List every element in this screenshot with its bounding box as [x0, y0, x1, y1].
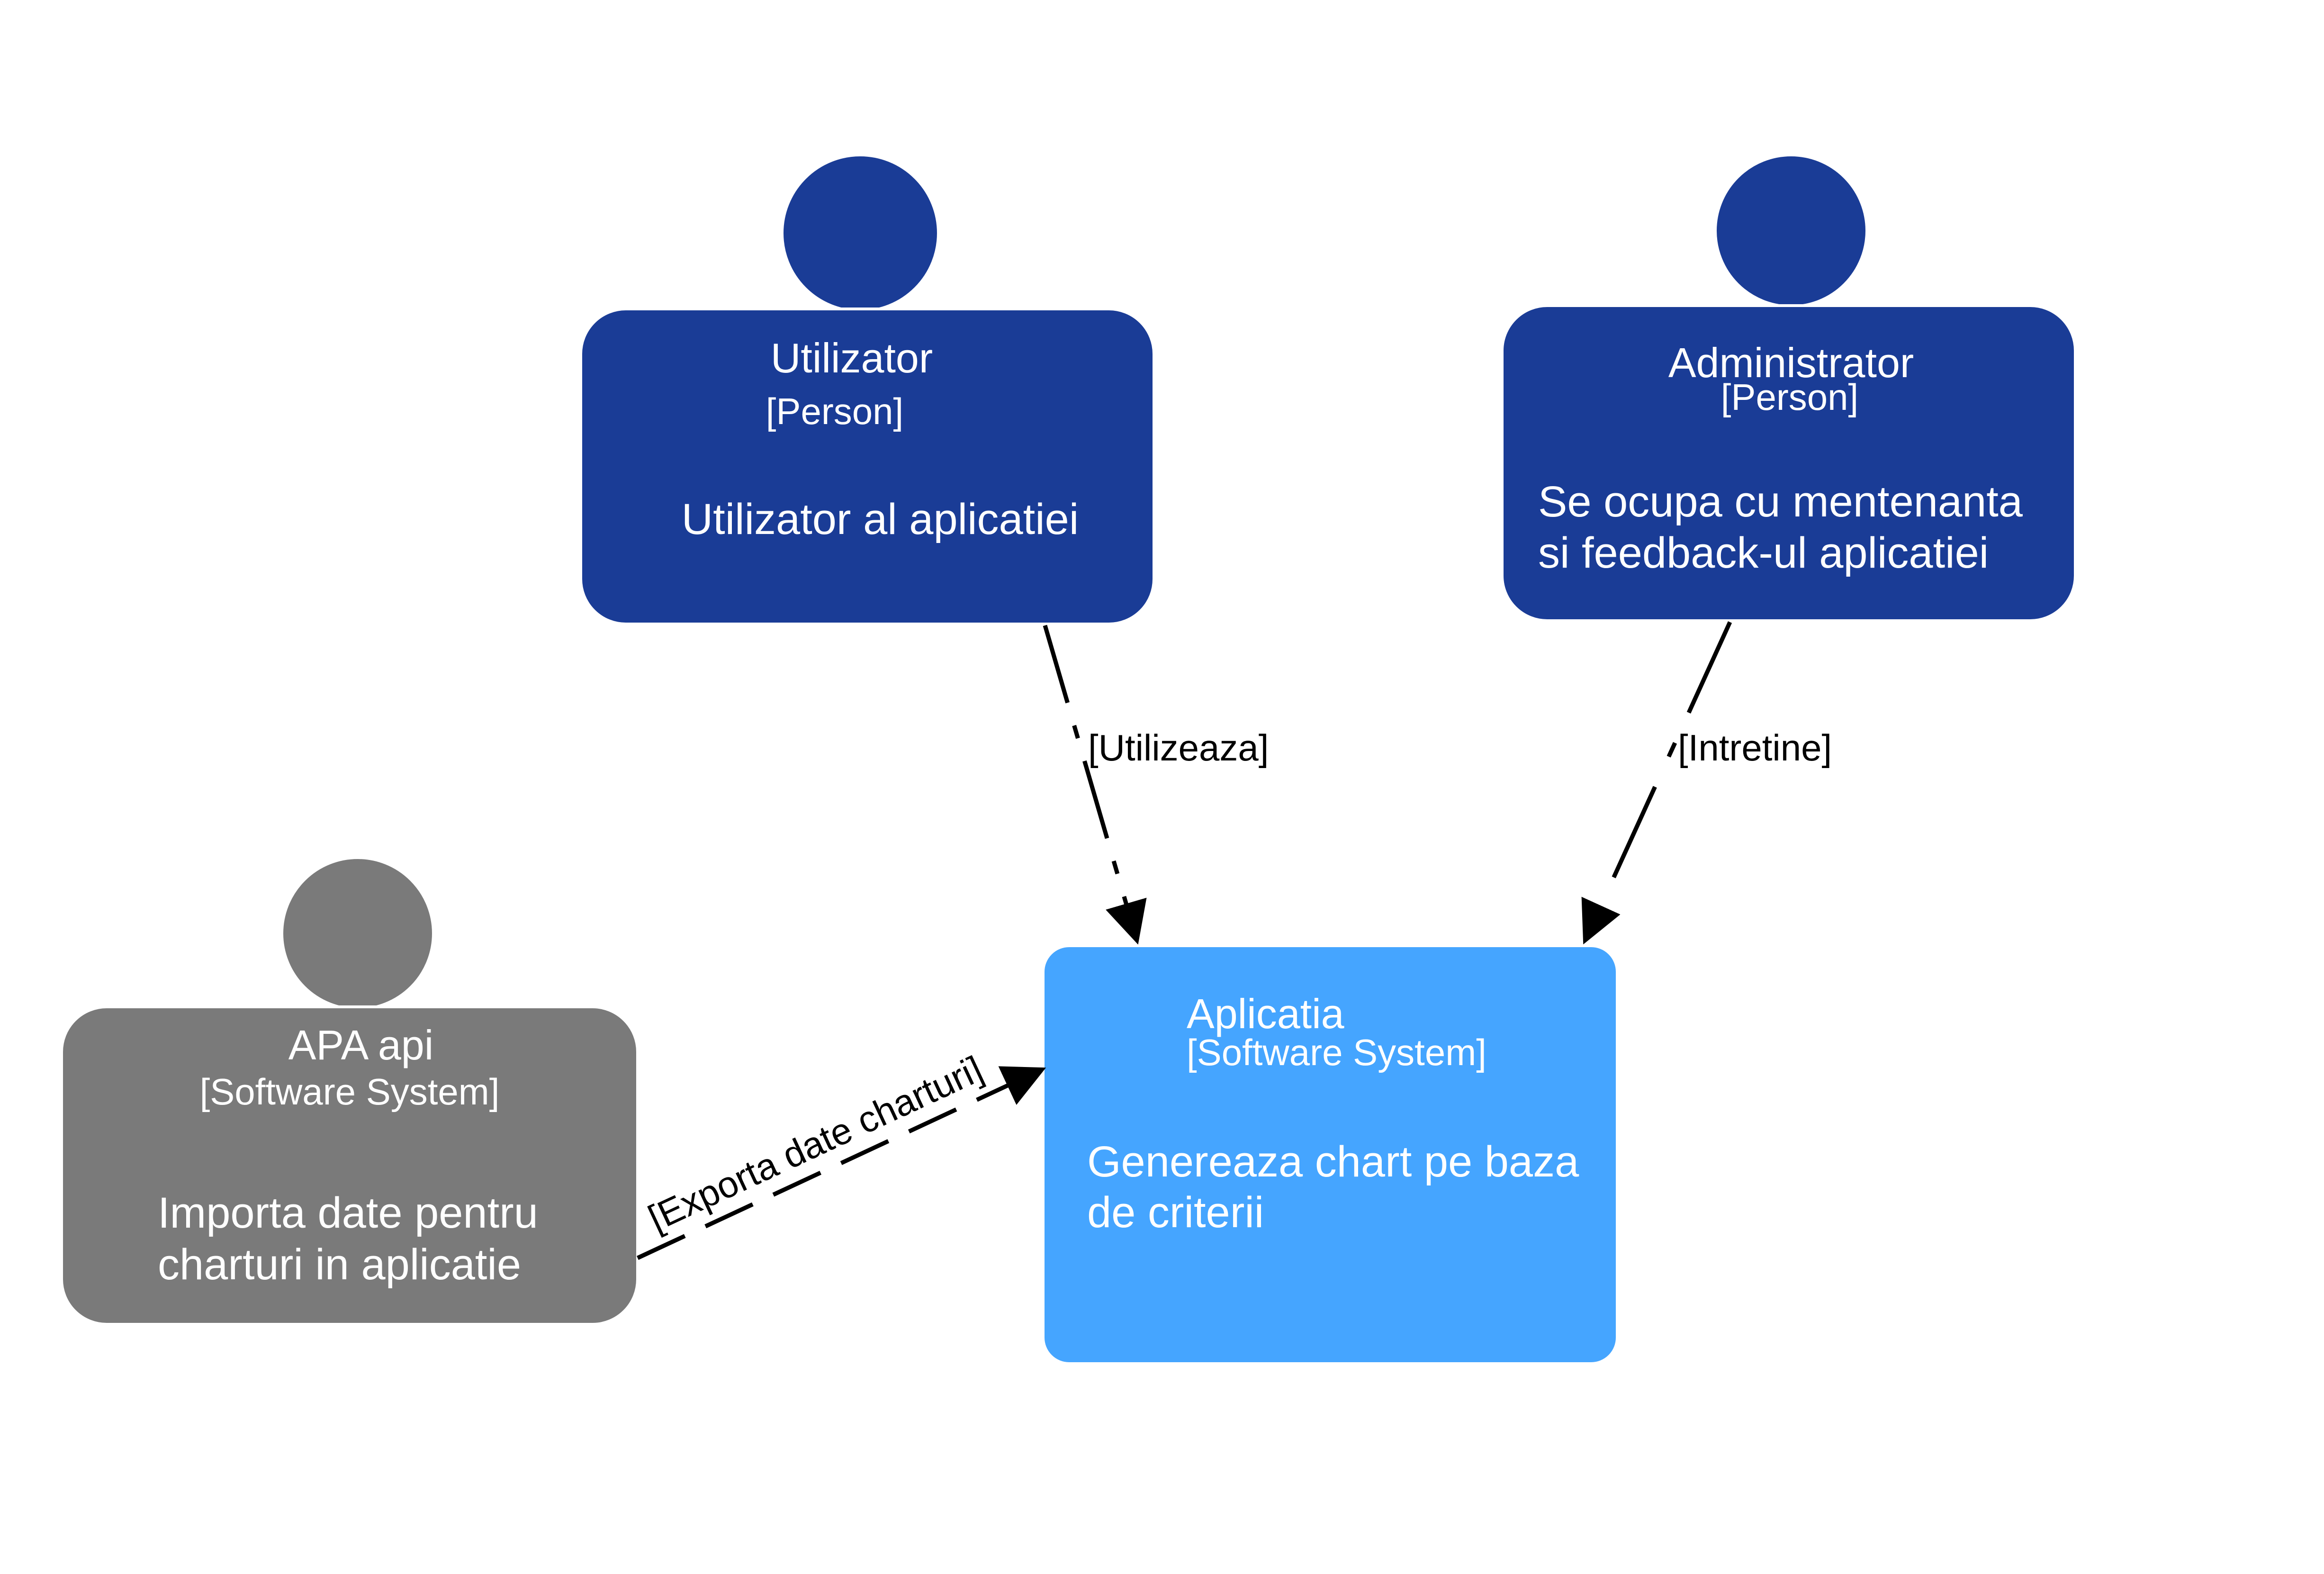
node-description: Utilizator al aplicatiei: [682, 495, 1079, 543]
node-title: Aplicatia: [1187, 990, 1344, 1037]
node-description: Importa date pentru: [158, 1189, 538, 1237]
node-title: Administrator: [1668, 339, 1914, 386]
person-head-icon: [1714, 154, 1868, 308]
person-head-icon: [781, 154, 940, 313]
utilizator-node[interactable]: Utilizator [Person] Utilizator al aplica…: [579, 154, 1155, 625]
person-head-icon: [280, 856, 435, 1011]
node-title: APA api: [288, 1022, 434, 1068]
apa-api-node[interactable]: APA api [Software System] Importa date p…: [60, 856, 639, 1326]
administrator-node[interactable]: Administrator [Person] Se ocupa cu mente…: [1501, 154, 2077, 622]
edge-intretine[interactable]: [Intretine]: [1581, 621, 1832, 945]
edge-exporta[interactable]: [Exporta date charturi]: [637, 1048, 1046, 1260]
node-description: de criterii: [1087, 1188, 1264, 1237]
edge-label: [Intretine]: [1678, 727, 1832, 769]
person-body: [1501, 304, 2077, 622]
node-kind: [Software System]: [200, 1071, 500, 1113]
system-body: [1042, 944, 1619, 1365]
node-kind: [Person]: [1721, 376, 1858, 418]
edge-line: [1043, 624, 1147, 945]
edge-label: [Utilizeaza]: [1088, 727, 1269, 769]
edge-label: [Exporta date charturi]: [642, 1048, 989, 1239]
node-description: Se ocupa cu mentenanta: [1538, 478, 2023, 526]
node-description: Genereaza chart pe baza: [1087, 1138, 1579, 1186]
node-description: charturi in aplicatie: [158, 1240, 521, 1289]
node-kind: [Person]: [766, 390, 903, 432]
edge-utilizeaza[interactable]: [Utilizeaza]: [1043, 624, 1269, 945]
system-body: [60, 1005, 639, 1326]
aplicatia-node[interactable]: Aplicatia [Software System] Genereaza ch…: [1042, 944, 1619, 1365]
edge-line: [1581, 621, 1732, 945]
person-body: [579, 308, 1155, 625]
node-kind: [Software System]: [1187, 1031, 1486, 1073]
node-title: Utilizator: [771, 335, 933, 381]
edge-line: [637, 1066, 1046, 1260]
node-description: si feedback-ul aplicatiei: [1538, 529, 1989, 577]
